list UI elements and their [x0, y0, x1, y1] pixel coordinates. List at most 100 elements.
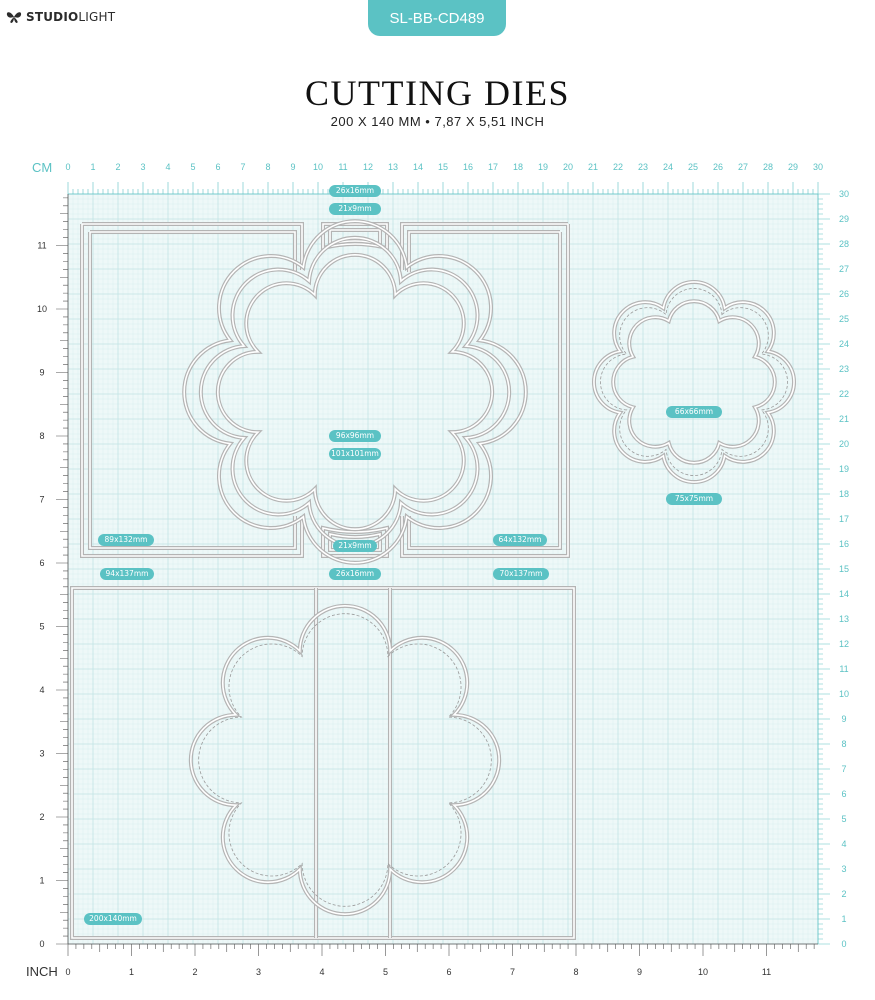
left-ruler-label: 7 [39, 495, 44, 505]
top-ruler-ticks [67, 182, 819, 194]
flower-66-highlight [612, 300, 776, 464]
bottom-ruler-label: 2 [192, 967, 197, 977]
top-ruler-label: 3 [140, 162, 145, 172]
dimension-label: 70x137mm [493, 568, 549, 580]
top-ruler-label: 2 [115, 162, 120, 172]
bottom-ruler-label: 0 [65, 967, 70, 977]
left-ruler-label: 3 [39, 749, 44, 759]
left-ruler-label: 6 [39, 558, 44, 568]
right-ruler-label: 1 [841, 914, 846, 924]
dimension-label: 200x140mm [84, 913, 142, 925]
flower-stitch-line [600, 288, 788, 476]
dimension-label: 94x137mm [100, 568, 154, 580]
left-ruler-label: 0 [39, 939, 44, 949]
dimension-label: 26x16mm [329, 568, 381, 580]
top-ruler-label: 14 [413, 162, 423, 172]
bottom-ruler-ticks [67, 944, 815, 956]
right-ruler-label: 30 [839, 189, 849, 199]
right-ruler-label: 12 [839, 639, 849, 649]
flower-frame-101-highlight [183, 220, 527, 564]
cm-label: CM [32, 160, 53, 175]
right-ruler-label: 2 [841, 889, 846, 899]
card-flower-stitch [198, 613, 492, 907]
bottom-ruler-label: 9 [637, 967, 642, 977]
flower-75-highlight [593, 281, 795, 483]
left-ruler-label: 1 [39, 876, 44, 886]
right-ruler-label: 6 [841, 789, 846, 799]
bottom-ruler-label: 11 [762, 967, 771, 977]
top-ruler-label: 26 [713, 162, 723, 172]
right-ruler-label: 0 [841, 939, 846, 949]
top-ruler-label: 30 [813, 162, 823, 172]
top-ruler-label: 23 [638, 162, 648, 172]
right-ruler-label: 4 [841, 839, 846, 849]
bottom-ruler-label: 1 [129, 967, 134, 977]
top-ruler-label: 28 [763, 162, 773, 172]
right-ruler-label: 5 [841, 814, 846, 824]
dimension-label: 89x132mm [98, 534, 154, 546]
dimension-label: 96x96mm [329, 430, 381, 442]
dimension-label: 66x66mm [666, 406, 722, 418]
brand-name: STUDIOLIGHT [26, 10, 116, 24]
top-ruler-label: 29 [788, 162, 798, 172]
right-ruler-label: 16 [839, 539, 849, 549]
top-ruler-label: 22 [613, 162, 623, 172]
connector-bottom-inner-highlight [329, 532, 381, 551]
brand-logo: STUDIOLIGHT [6, 10, 115, 24]
top-ruler-label: 27 [738, 162, 748, 172]
right-ruler-label: 13 [839, 614, 849, 624]
right-ruler-label: 3 [841, 864, 846, 874]
left-ruler-label: 11 [37, 241, 46, 251]
right-ruler-label: 24 [839, 339, 849, 349]
right-ruler-label: 10 [839, 689, 849, 699]
right-ruler-label: 21 [839, 414, 849, 424]
right-ruler-label: 28 [839, 239, 849, 249]
connector-bottom-outer-highlight [322, 526, 388, 557]
left-ruler-label: 5 [39, 622, 44, 632]
top-ruler-label: 1 [90, 162, 95, 172]
top-ruler-label: 13 [388, 162, 398, 172]
left-ruler-label: 8 [39, 431, 44, 441]
top-ruler-label: 25 [688, 162, 698, 172]
top-ruler-label: 24 [663, 162, 673, 172]
right-ruler-label: 23 [839, 364, 849, 374]
right-ruler-label: 25 [839, 314, 849, 324]
bottom-ruler-label: 8 [573, 967, 578, 977]
top-ruler-label: 6 [215, 162, 220, 172]
frame-right-inner-highlight [408, 231, 561, 549]
page-subtitle: 200 X 140 MM • 7,87 X 5,51 INCH [330, 114, 545, 129]
right-ruler-label: 7 [841, 764, 846, 774]
top-ruler-label: 11 [338, 162, 347, 172]
right-ruler-label: 27 [839, 264, 849, 274]
product-code: SL-BB-CD489 [389, 9, 485, 27]
right-ruler-label: 9 [841, 714, 846, 724]
bottom-ruler-label: 6 [446, 967, 451, 977]
butterfly-icon [6, 12, 22, 23]
left-ruler-label: 10 [37, 304, 47, 314]
frame-left-outer-highlight [81, 223, 303, 557]
right-ruler-label: 17 [839, 514, 849, 524]
top-ruler-label: 5 [190, 162, 195, 172]
bottom-ruler-label: 3 [256, 967, 261, 977]
frame-left-inner-highlight [89, 231, 296, 549]
right-ruler-label: 18 [839, 489, 849, 499]
left-ruler-label: 2 [39, 812, 44, 822]
right-ruler-label: 20 [839, 439, 849, 449]
bottom-ruler-label: 4 [319, 967, 324, 977]
left-ruler-label: 9 [39, 368, 44, 378]
bottom-ruler-label: 5 [383, 967, 388, 977]
dimension-label: 26x16mm [329, 185, 381, 197]
right-ruler-label: 22 [839, 389, 849, 399]
right-ruler-label: 19 [839, 464, 849, 474]
dimension-label: 21x9mm [333, 540, 377, 552]
top-ruler-label: 4 [165, 162, 170, 172]
left-ruler-ticks [56, 197, 68, 945]
top-ruler-label: 9 [290, 162, 295, 172]
top-ruler-label: 8 [265, 162, 270, 172]
inch-label: INCH [26, 964, 58, 979]
top-ruler-label: 15 [438, 162, 448, 172]
right-ruler-label: 15 [839, 564, 849, 574]
dimension-label: 101x101mm [329, 448, 381, 460]
card-flower-window-highlight [190, 605, 500, 915]
